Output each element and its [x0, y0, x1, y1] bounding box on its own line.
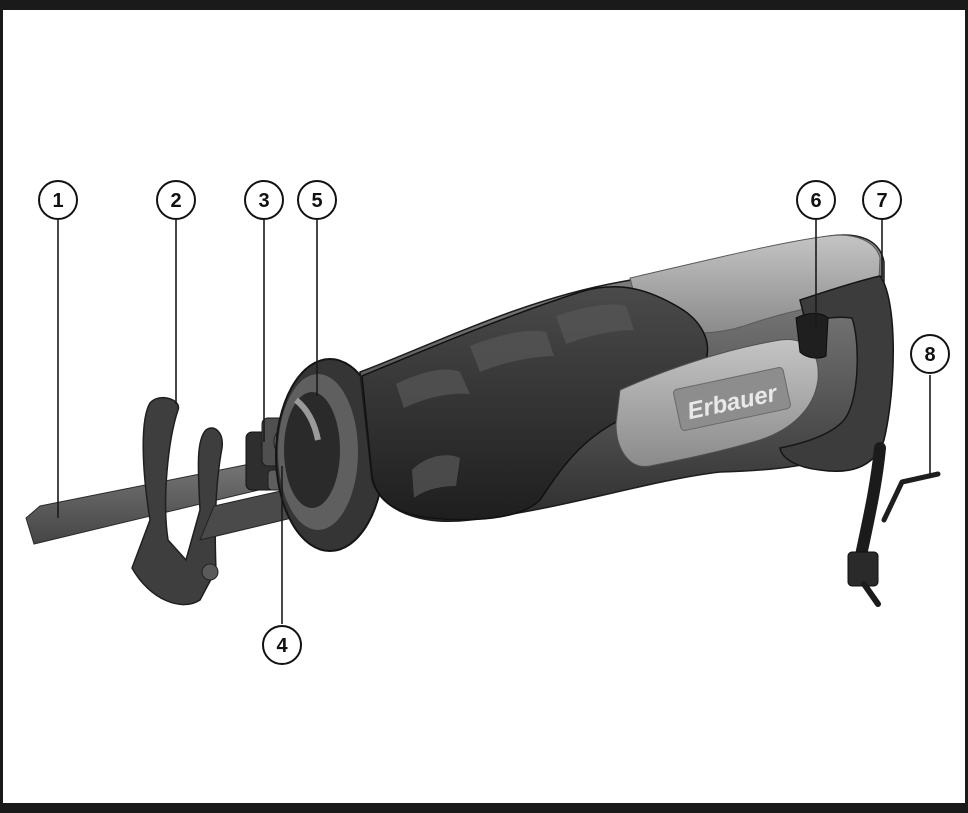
callout-label-1: 1 — [52, 190, 63, 212]
hex-key — [881, 471, 941, 523]
frame-left-border — [0, 0, 3, 813]
frame-bottom-border — [0, 803, 968, 813]
leader-lines — [57, 220, 931, 624]
callout-badges: 1 2 3 4 5 6 7 8 — [38, 180, 950, 665]
callout-label-6: 6 — [810, 190, 821, 212]
callout-5: 5 — [297, 180, 337, 220]
grip-ribs — [396, 304, 634, 498]
callout-label-7: 7 — [876, 190, 887, 212]
callout-label-4: 4 — [276, 635, 288, 657]
callout-label-8: 8 — [924, 344, 935, 366]
frame-top-border — [0, 0, 968, 10]
trigger — [795, 313, 829, 359]
callout-label-3: 3 — [258, 190, 269, 212]
callout-label-2: 2 — [170, 190, 181, 212]
callout-3: 3 — [244, 180, 284, 220]
callout-2: 2 — [156, 180, 196, 220]
nose-collar — [275, 358, 385, 552]
callout-6: 6 — [796, 180, 836, 220]
power-cable — [847, 442, 886, 607]
rear-handle — [779, 275, 894, 473]
pivoting-shoe — [131, 396, 295, 606]
callout-1: 1 — [38, 180, 78, 220]
frame-right-border — [965, 0, 968, 813]
callout-8: 8 — [910, 334, 950, 374]
callout-label-5: 5 — [311, 190, 322, 212]
saw-illustration: Erbauer — [25, 234, 941, 607]
callout-4: 4 — [262, 625, 302, 665]
callout-7: 7 — [862, 180, 902, 220]
